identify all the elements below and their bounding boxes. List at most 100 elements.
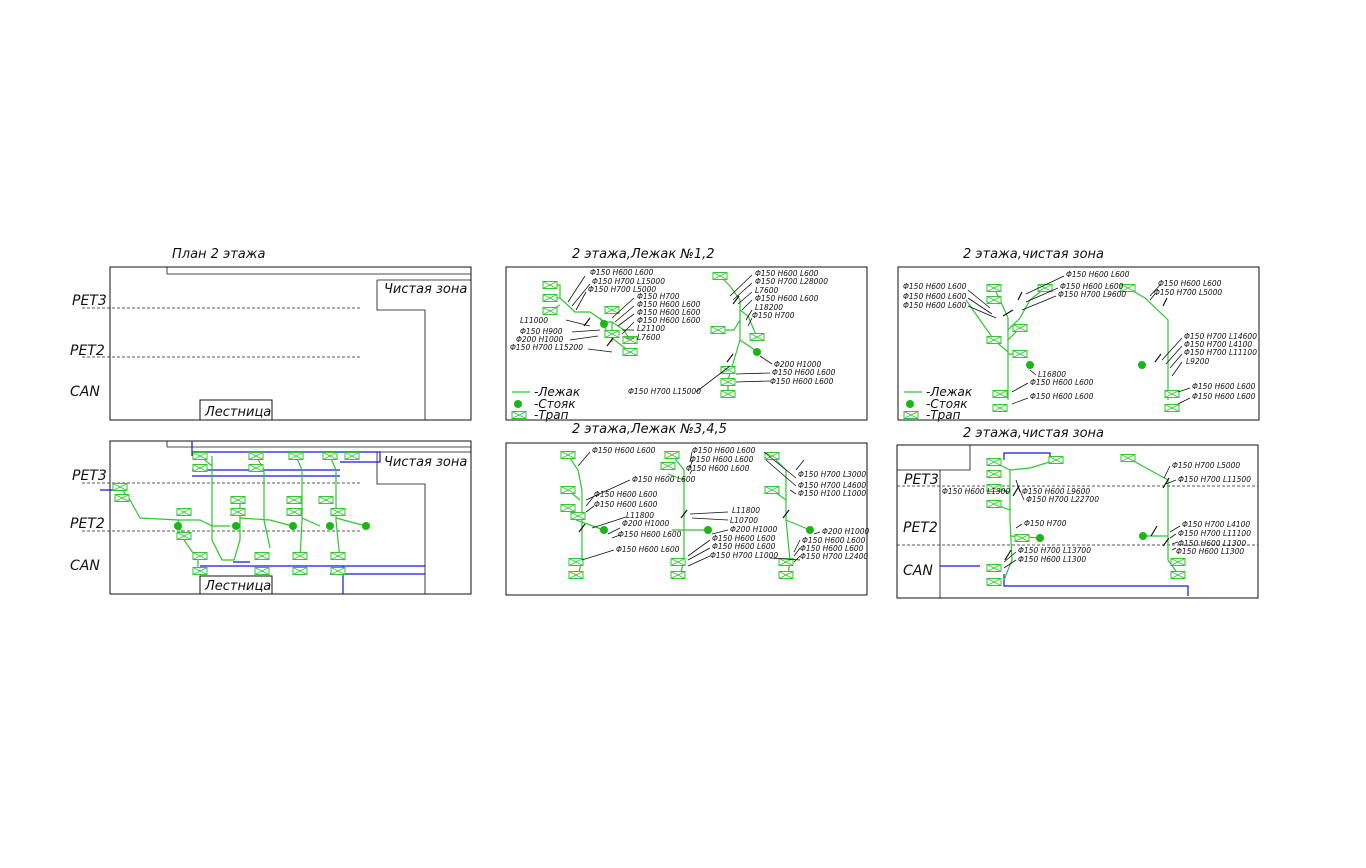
can-label-3: CAN [903,563,933,579]
can-label: CAN [70,384,100,400]
ann12-12: Φ150 H700 L15200 [510,343,583,352]
ann12-18: Φ150 H700 [752,311,795,320]
ann-ct-6: Φ150 H600 L600 [1158,279,1222,288]
ann-cb-10: Φ150 H600 L1300 [1018,555,1086,564]
clean-zone-label: Чистая зона [384,282,467,297]
ann12-21: Φ150 H600 L600 [770,377,834,386]
ann-cb-2: Φ150 H600 L1300 [942,487,1010,496]
ann-ct-8: Φ150 H700 L14600 [1184,332,1257,341]
ann345-7: Φ150 H600 L600 [690,455,754,464]
ann-ct-16: Φ150 H600 L600 [1192,392,1256,401]
ann-cb-7: Φ150 H700 L11100 [1178,529,1251,538]
panel-floor-plan: План 2 этажа Чистая зона PET3 PET2 CAN Л… [70,247,472,421]
stairs-label-2: Лестница [204,579,271,594]
ann12-8: L21100 [637,324,665,333]
ann12-2: Φ150 H700 L5000 [588,285,656,294]
ann-ct-1: Φ150 H600 L600 [903,292,967,301]
lezhak12-title: 2 этажа,Лежак №1,2 [572,247,715,262]
ann345-14: Φ200 H1000 [730,525,778,534]
ann-ct-9: Φ150 H700 L4100 [1184,340,1252,349]
ann-ct-14: Φ150 H600 L600 [1030,392,1094,401]
panel-lezhak-3-4-5: 2 этажа,Лежак №3,4,5 [505,422,870,596]
ann345-6: Φ150 H700 L4600 [798,481,866,490]
panel-lezhak-1-2: 2 этажа,Лежак №1,2 [505,247,868,422]
ann345-19: Φ150 H600 L600 [712,542,776,551]
clean-bottom-title: 2 этажа,чистая зона [963,426,1104,441]
ann12-0: Φ150 H600 L600 [590,268,654,277]
pet2-label: PET2 [70,343,105,359]
legend-lezhak12: -Лежак -Стояк -Трап [511,385,581,422]
ann12-17: L18200 [755,303,783,312]
ann-cb-9: Φ150 H700 L13700 [1018,546,1091,555]
plan-title: План 2 этажа [172,247,265,262]
legend-stoyak-2: -Стояк [926,397,968,411]
legend-stoyak: -Стояк [534,397,576,411]
ann12-3: Φ150 H700 [637,292,680,301]
ann345-5: Φ150 H600 L600 [692,446,756,455]
ann-ct-3: Φ150 H600 L600 [1066,270,1130,279]
ann-ct-10: Φ150 H700 L11100 [1184,348,1257,357]
ann12-1: Φ150 H700 L15000 [592,277,665,286]
ann345-16: Φ200 H1000 [822,527,870,536]
ann345-8: Φ150 H100 L1000 [798,489,866,498]
pet2-label-3: PET2 [903,520,938,536]
ann12-7: L11000 [520,316,548,325]
ann345-4: Φ150 H700 L3000 [798,470,866,479]
clean-zone-label-2: Чистая зона [384,455,467,470]
ann-ct-0: Φ150 H600 L600 [903,282,967,291]
pet2-label-2: PET2 [70,516,105,532]
ann345-12: L10700 [730,516,758,525]
ann345-17: Φ150 H600 L600 [616,545,680,554]
legend-lezhak-2: -Лежак [926,385,973,399]
ann-ct-11: L9200 [1186,357,1209,366]
ann12-20: Φ150 H600 L600 [772,368,836,377]
ann12-5: Φ150 H600 L600 [637,308,701,317]
ann345-10: L11800 [626,511,654,520]
ann-cb-1: Φ150 H700 L11500 [1178,475,1251,484]
legend-trap: -Трап [534,408,569,422]
ann345-22: Φ150 H600 L600 [800,544,864,553]
ann345-20: Φ150 H700 L1000 [710,551,778,560]
ann-cb-11: Φ150 H600 L1300 [1176,547,1244,556]
ann12-22: Φ150 H700 L15000 [628,387,701,396]
ann345-15: Φ150 H600 L600 [618,530,682,539]
panel-floor-plan-network: Чистая зона PET3 PET2 CAN Лестница [70,440,472,595]
ann12-19: Φ200 H1000 [774,360,822,369]
clean-top-title: 2 этажа,чистая зона [963,247,1104,262]
stairs-label: Лестница [204,405,271,420]
ann345-0: Φ150 H600 L600 [592,446,656,455]
panel-clean-zone-bottom: 2 этажа,чистая зона PET3 PET2 CAN [896,426,1259,599]
ann-cb-8: Φ150 H600 L1300 [1178,539,1246,548]
ann-ct-4: Φ150 H600 L600 [1060,282,1124,291]
legend-lezhak: -Лежак [534,385,581,399]
pet3-label: PET3 [72,293,107,309]
ann-ct-15: Φ150 H600 L600 [1192,382,1256,391]
ann345-11: L11800 [732,506,760,515]
ann12-13: Φ150 H600 L600 [755,269,819,278]
ann12-11: L7600 [637,333,660,342]
ann345-23: Φ150 H700 L2400 [800,552,868,561]
pet3-label-2: PET3 [72,468,107,484]
ann-cb-0: Φ150 H700 L5000 [1172,461,1240,470]
ann12-14: Φ150 H700 L28000 [755,277,828,286]
ann12-10: Φ200 H1000 [516,335,564,344]
ann345-3: Φ150 H600 L600 [594,500,658,509]
ann12-4: Φ150 H600 L600 [637,300,701,309]
ann345-21: Φ150 H600 L600 [802,536,866,545]
ann12-6: Φ150 H600 L600 [637,316,701,325]
ann-cb-6: Φ150 H700 L4100 [1182,520,1250,529]
lezhak345-title: 2 этажа,Лежак №3,4,5 [572,422,727,437]
ann-cb-4: Φ150 H700 L22700 [1026,495,1099,504]
ann12-16: Φ150 H600 L600 [755,294,819,303]
ann12-9: Φ150 H900 [520,327,563,336]
ann345-2: Φ150 H600 L600 [594,490,658,499]
ann345-13: Φ200 H1000 [622,519,670,528]
panel-clean-zone-top: 2 этажа,чистая зона [897,247,1260,422]
ann-cb-3: Φ150 H600 L9600 [1022,487,1090,496]
can-label-2: CAN [70,558,100,574]
ann-ct-5: Φ150 H700 L9600 [1058,290,1126,299]
ann-cb-5: Φ150 H700 [1024,519,1067,528]
ann345-9: Φ150 H600 L600 [686,464,750,473]
legend-clean-top: -Лежак -Стояк -Трап [903,385,973,422]
